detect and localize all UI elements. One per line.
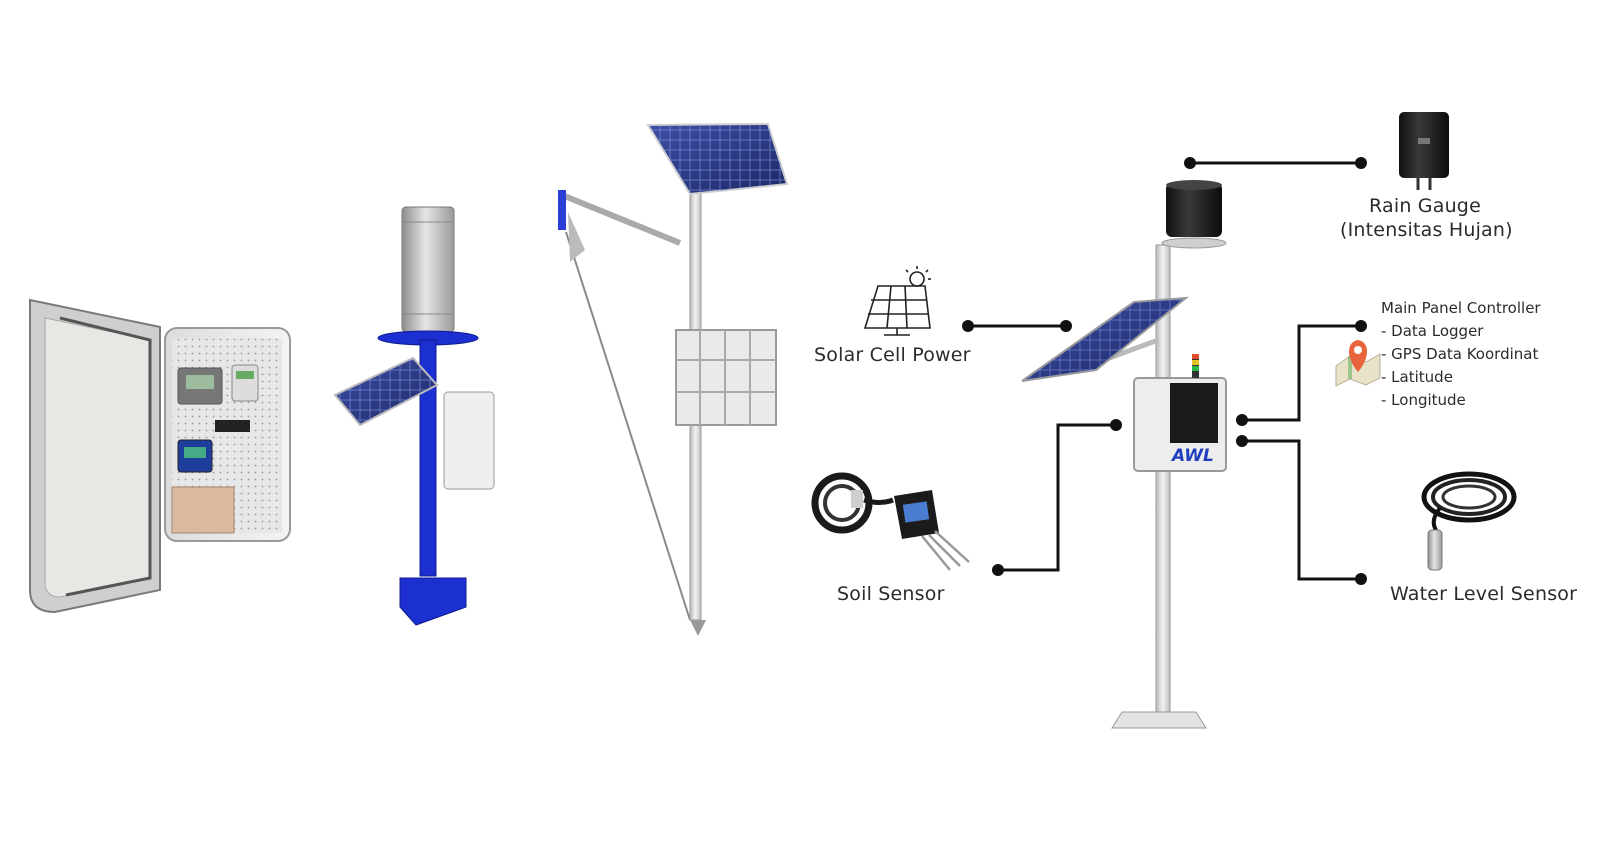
soil-sensor-label: Soil Sensor xyxy=(837,583,945,605)
soil-sensor-picture xyxy=(811,472,970,571)
connector-lines xyxy=(968,161,1361,581)
panel-item-latitude: - Latitude xyxy=(1381,368,1453,386)
solar-panel-icon xyxy=(863,266,931,336)
panel-item-longitude: - Longitude xyxy=(1381,391,1466,409)
open-enclosure-illustration xyxy=(29,298,291,614)
water-level-sensor-picture xyxy=(1421,471,1517,571)
solar-cell-power-label: Solar Cell Power xyxy=(814,344,971,366)
rain-gauge-picture xyxy=(1399,112,1449,190)
main-panel-controller-title: Main Panel Controller xyxy=(1381,299,1541,317)
white-pole-station-illustration xyxy=(558,122,789,636)
rain-gauge-subtitle: (Intensitas Hujan) xyxy=(1340,219,1513,241)
awl-logo: AWL xyxy=(1170,446,1214,466)
main-panel-controller-block: Main Panel Controller - Data Logger - GP… xyxy=(1381,297,1541,412)
panel-item-gps: - GPS Data Koordinat xyxy=(1381,345,1539,363)
panel-item-data-logger: - Data Logger xyxy=(1381,322,1484,340)
blue-pole-station-illustration xyxy=(333,206,495,626)
awl-station-schematic: AWL xyxy=(811,112,1517,729)
water-level-sensor-label: Water Level Sensor xyxy=(1390,583,1578,605)
connector-dots xyxy=(962,157,1367,585)
rain-gauge-label: Rain Gauge (Intensitas Hujan) xyxy=(1340,195,1513,241)
rain-gauge-title: Rain Gauge xyxy=(1369,195,1481,217)
gps-map-pin-icon xyxy=(1335,340,1381,387)
